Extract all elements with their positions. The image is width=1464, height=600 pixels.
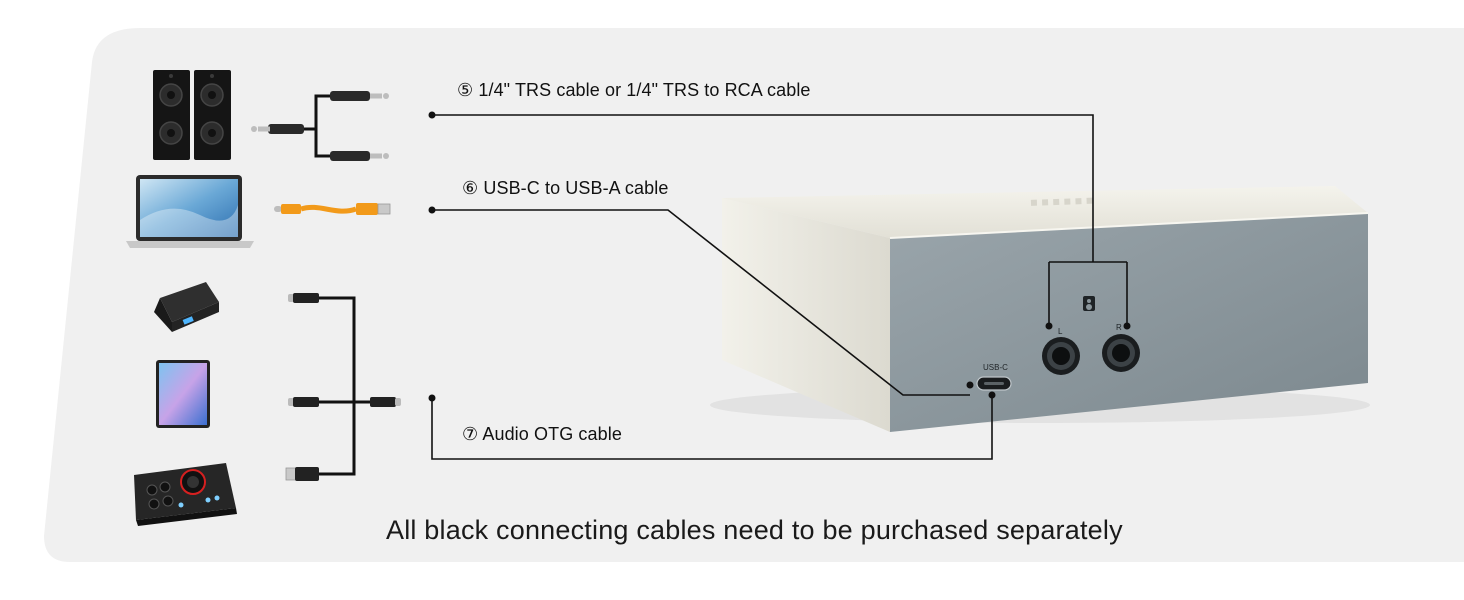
usb-c-port	[976, 376, 1012, 391]
otg-connection-line	[431, 395, 993, 460]
speakers-icon	[153, 70, 231, 160]
device-top	[722, 186, 1368, 238]
output-jack-right	[1102, 334, 1140, 372]
trs-connection-line	[432, 114, 1128, 326]
svg-text:▪▪▪▪▪▪: ▪▪▪▪▪▪	[1030, 193, 1097, 209]
connection-label: USB-C to USB-A cable	[483, 178, 669, 198]
connector-lines	[431, 114, 1128, 460]
usb-c-connection-line	[432, 209, 970, 396]
trs-cable-label: ⑤ 1/4" TRS cable or 1/4" TRS to RCA cabl…	[457, 80, 811, 101]
connection-number: ⑤	[457, 80, 474, 100]
connection-label: 1/4" TRS cable or 1/4" TRS to RCA cable	[478, 80, 811, 100]
output-jack-left	[1042, 337, 1080, 375]
audio-interface-device: ▪▪▪▪▪▪ L R USB-C	[710, 186, 1370, 432]
connection-number: ⑦	[462, 424, 479, 444]
connection-number: ⑥	[462, 178, 479, 198]
device-front-panel	[890, 213, 1368, 432]
tablet-icon	[156, 360, 210, 428]
port-label-left: L	[1058, 327, 1063, 336]
port-label-usb-c: USB-C	[983, 363, 1008, 372]
device-side	[722, 198, 890, 432]
otg-cable-label: ⑦ Audio OTG cable	[462, 424, 622, 445]
usb-cable-label: ⑥ USB-C to USB-A cable	[462, 178, 668, 199]
usb-c-to-usb-a-cable-icon	[274, 203, 391, 215]
speaker-output-icon	[1083, 296, 1095, 311]
connection-label: Audio OTG cable	[482, 424, 622, 444]
purchase-note: All black connecting cables need to be p…	[386, 515, 1123, 545]
power-bank-icon	[154, 282, 219, 332]
trs-y-cable-icon	[251, 91, 389, 161]
audio-mixer-icon	[134, 463, 237, 526]
laptop-icon	[126, 175, 254, 248]
connector-dots	[428, 111, 1131, 402]
port-label-right: R	[1116, 323, 1122, 332]
audio-otg-cable-icon	[285, 293, 401, 481]
